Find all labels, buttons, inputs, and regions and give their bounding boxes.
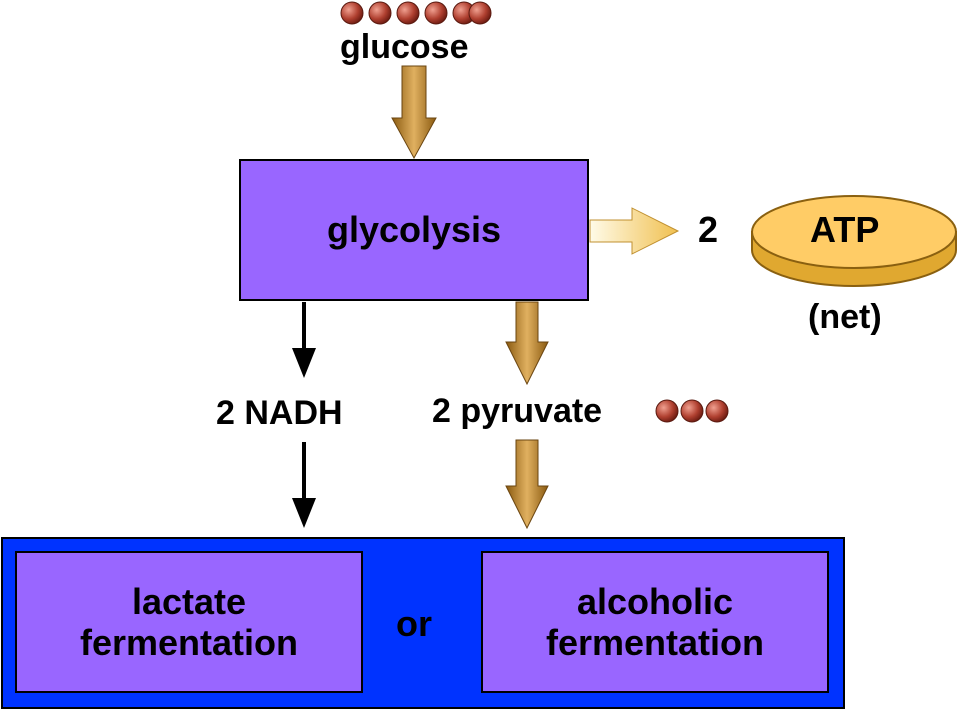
glycolysis-to-pyruvate-arrow (505, 301, 549, 386)
atp-net-label: (net) (808, 298, 882, 336)
glycolysis-box (239, 159, 589, 301)
lactate-line1: lactate (131, 580, 247, 622)
atp-label: ATP (810, 209, 880, 250)
nadh-to-fermentation-arrow (292, 442, 316, 528)
nadh-label: 2 NADH (216, 394, 343, 432)
pyruvate-label: 2 pyruvate (432, 392, 603, 430)
glucose-label: glucose (340, 28, 469, 66)
pyruvate-molecule-icon (655, 399, 729, 423)
or-label: or (396, 603, 432, 644)
glycolysis-to-nadh-arrow (292, 302, 316, 378)
pyruvate-to-fermentation-arrow (505, 439, 549, 530)
alcoholic-fermentation-box (481, 551, 829, 693)
lactate-line2: fermentation (79, 622, 299, 663)
alcoholic-fermentation-label: alcoholic fermentation (482, 552, 828, 692)
glycolysis-to-atp-arrow (589, 207, 680, 255)
glucose-molecule-icon (340, 1, 492, 25)
atp-count-label: 2 (698, 209, 719, 250)
lactate-fermentation-label: lactate fermentation (16, 552, 362, 692)
glycolysis-text: glycolysis (326, 209, 502, 251)
atp-disc-icon (751, 195, 957, 287)
glucose-to-glycolysis-arrow (391, 65, 437, 160)
glycolysis-label: glycolysis (240, 160, 588, 300)
alcoholic-line1: alcoholic (576, 580, 734, 622)
alcoholic-line2: fermentation (545, 622, 765, 663)
lactate-fermentation-box (15, 551, 363, 693)
